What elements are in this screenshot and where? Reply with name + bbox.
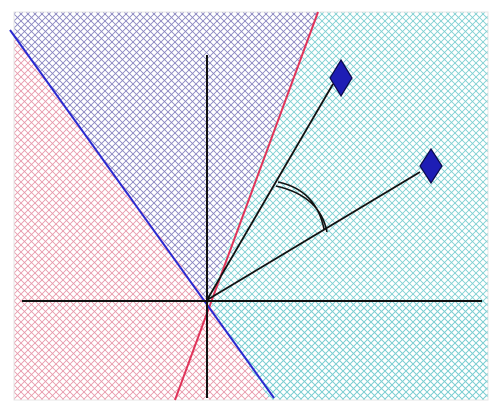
angle-arc-inner	[277, 181, 325, 230]
pink-region-lower-right	[175, 300, 270, 400]
blue-boundary-line	[9, 29, 275, 399]
panel-border	[13, 11, 489, 401]
lower-vector	[206, 171, 421, 301]
pink-hatched-region	[14, 12, 207, 400]
teal-region-lower	[207, 300, 488, 400]
purple-overlap-region	[14, 12, 318, 300]
upper-vector	[206, 83, 334, 301]
angle-arc-outer	[275, 185, 328, 233]
red-boundary-line	[174, 11, 319, 401]
diamond-marker-lower	[419, 147, 443, 185]
diamond-marker-upper	[329, 58, 353, 98]
